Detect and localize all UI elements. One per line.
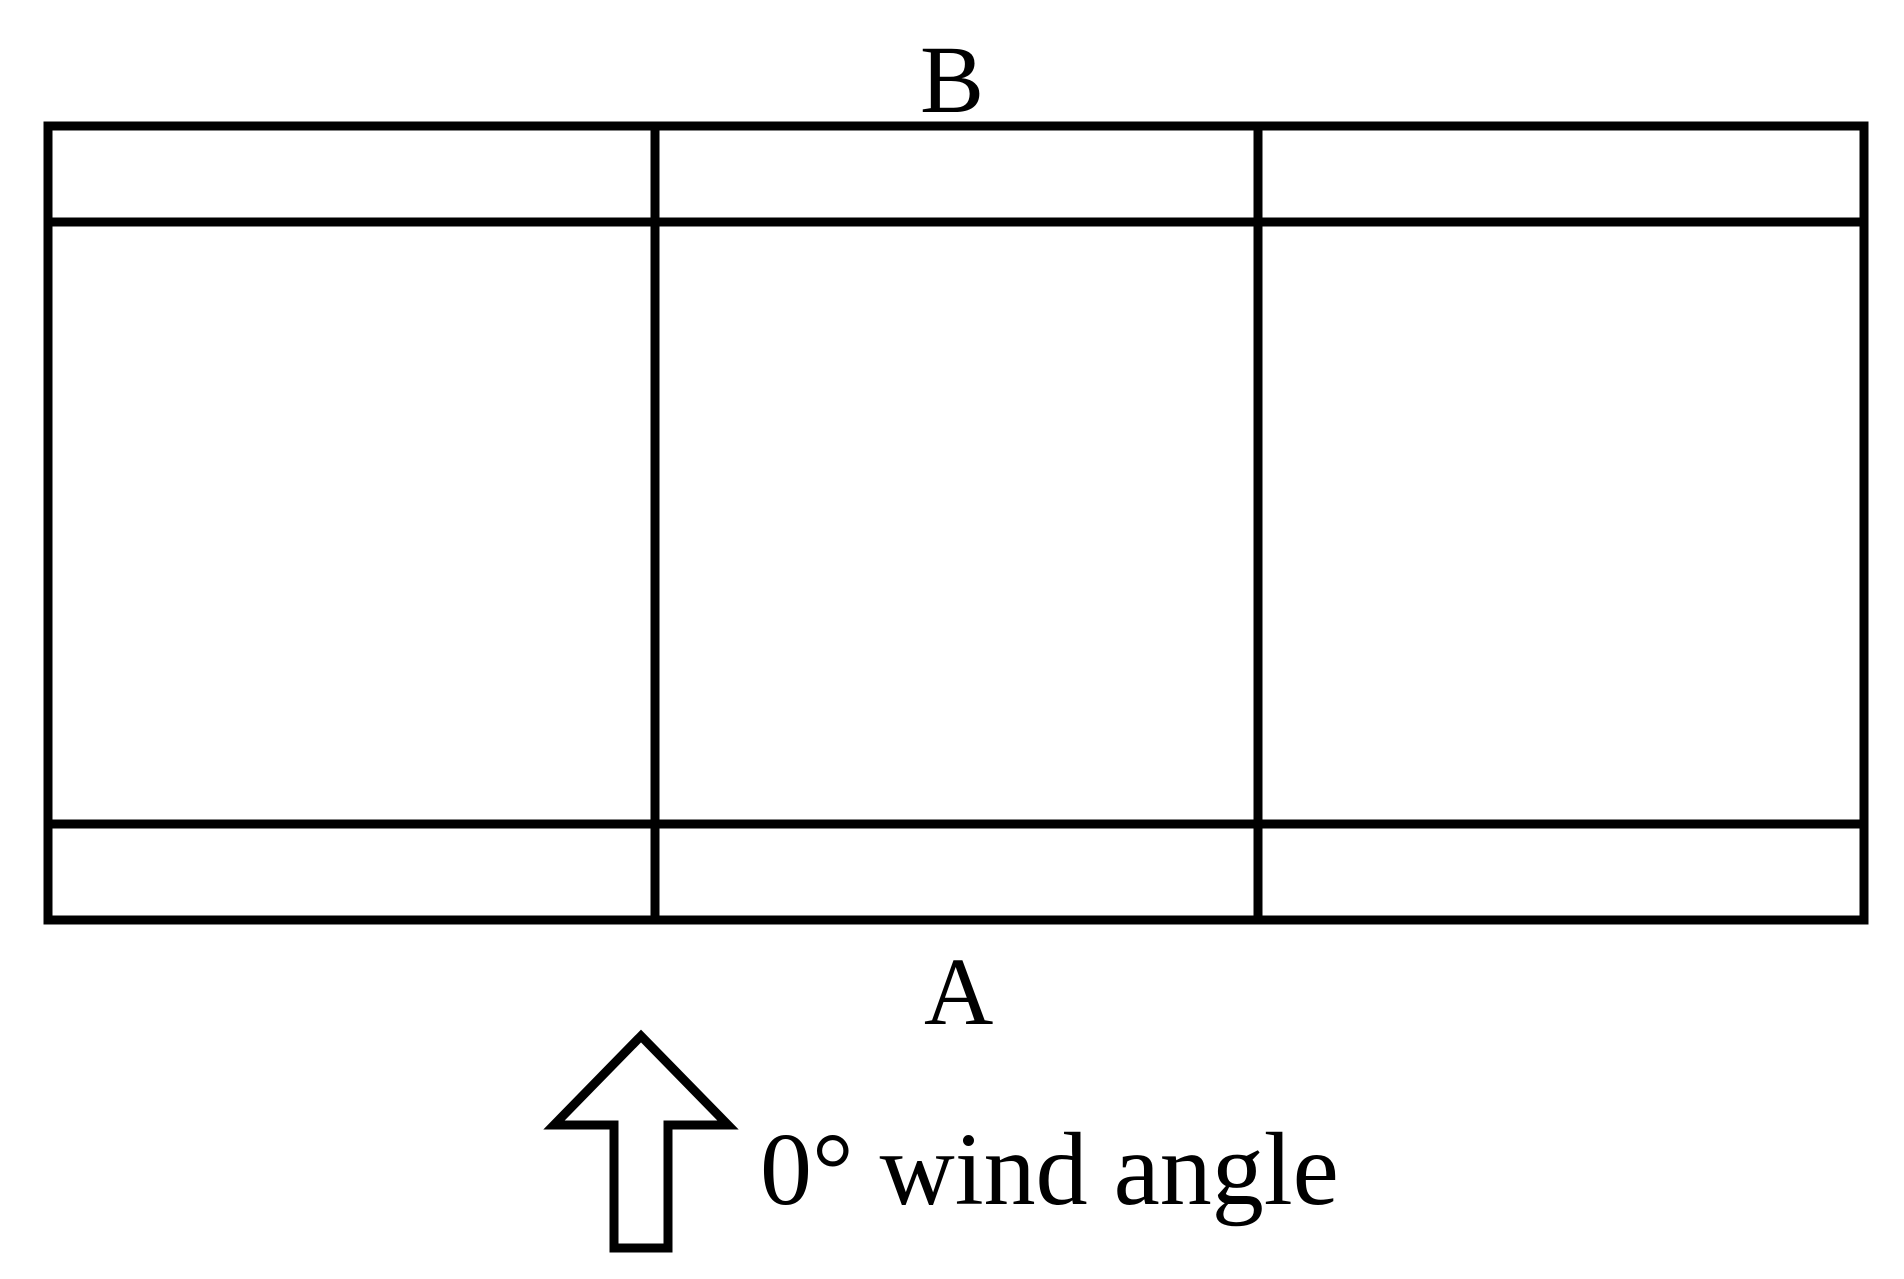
plan-outline: [43, 121, 1869, 925]
side-b-label: B: [920, 26, 985, 133]
wind-angle-label: 0° wind angle: [760, 1112, 1339, 1227]
side-a-label: A: [924, 938, 994, 1045]
up-arrow-outline-icon: [543, 1029, 739, 1253]
